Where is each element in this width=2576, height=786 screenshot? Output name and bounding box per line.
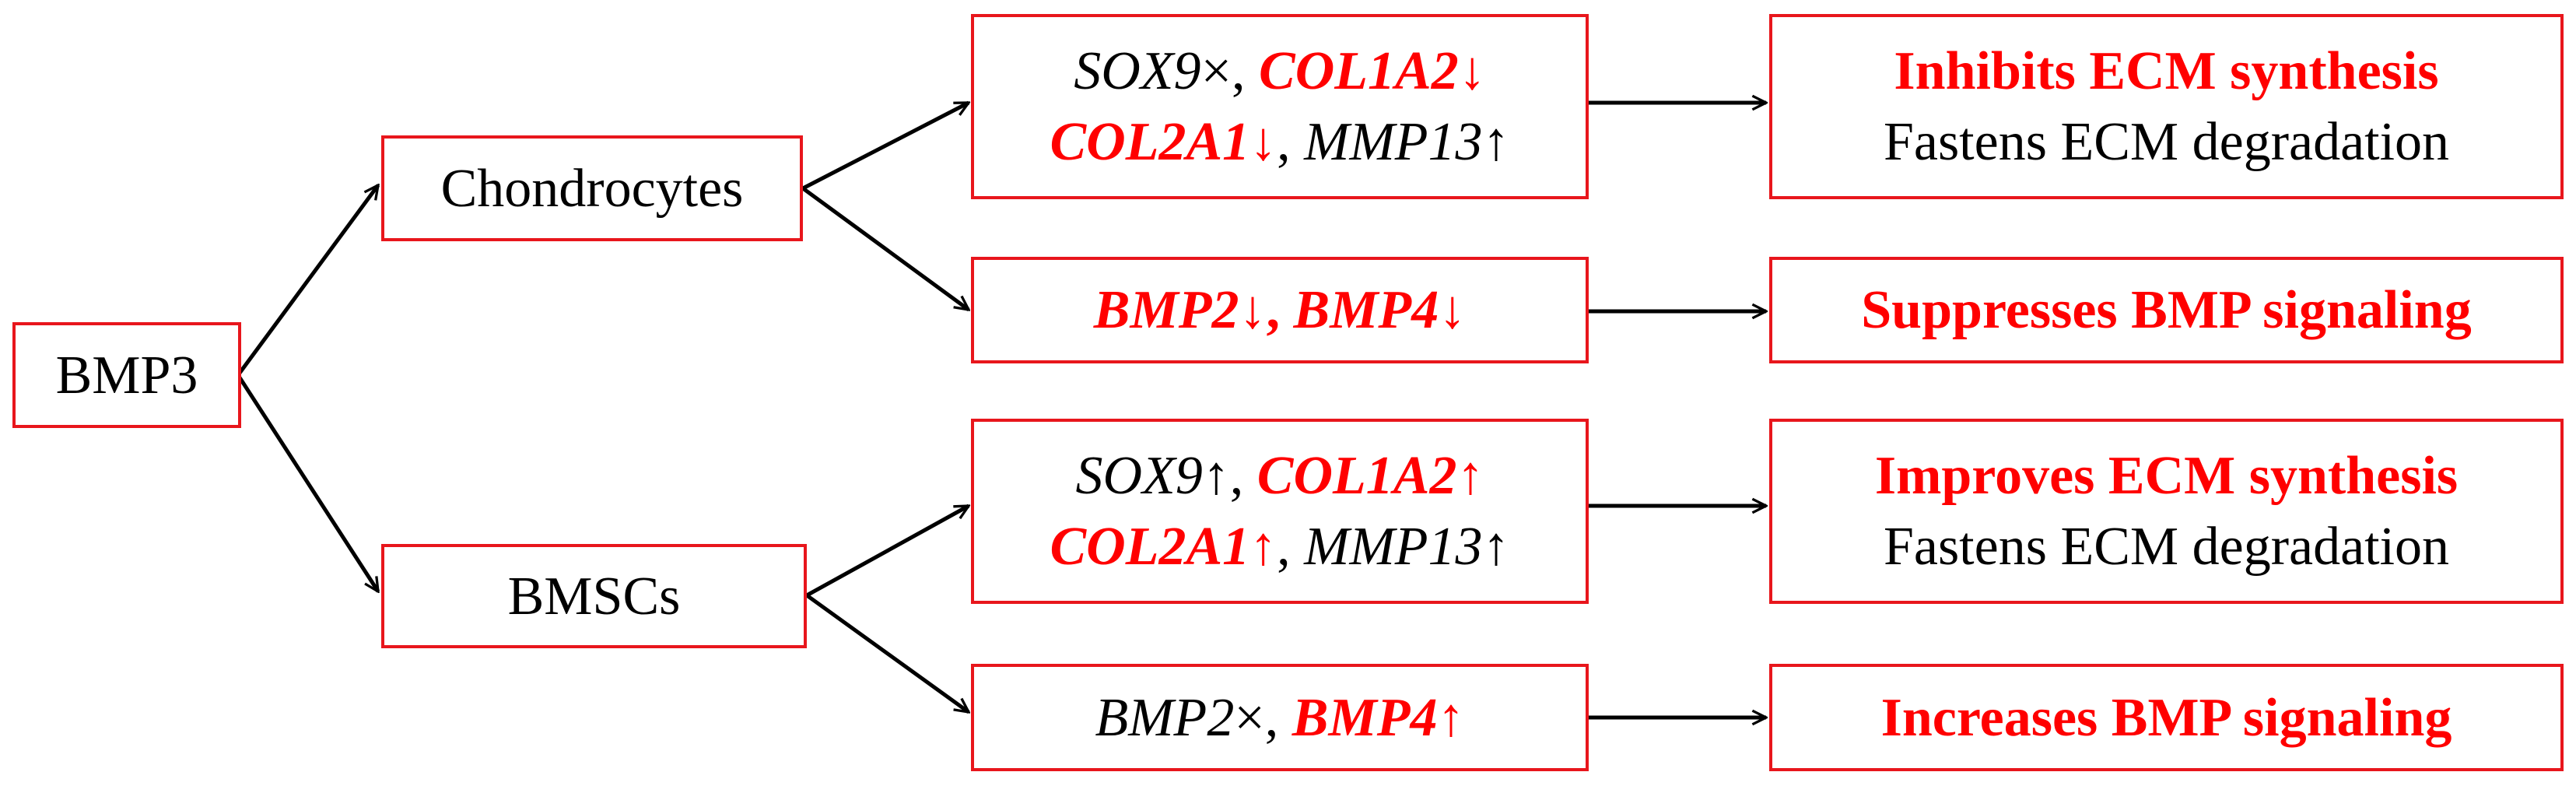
gene-symbol: BMP4 — [1292, 687, 1438, 748]
text-segment: , — [1229, 446, 1257, 506]
gene-symbol: BMP2 — [1095, 687, 1235, 748]
text-segment: , — [1277, 517, 1305, 577]
gene-symbol: BMP2 — [1093, 280, 1239, 340]
gene-symbol: SOX9 — [1074, 41, 1201, 101]
text-segment: ↑ — [1249, 517, 1277, 577]
effect-line: COL2A1↑, MMP13↑ — [1050, 511, 1509, 582]
outcome-box: Suppresses BMP signaling — [1769, 257, 2564, 363]
outcome-line: Increases BMP signaling — [1880, 687, 2452, 748]
text-segment: ↑ — [1456, 446, 1484, 506]
gene-effect-box: BMP2×, BMP4↑ — [971, 664, 1589, 771]
outcome-line: Fastens ECM degradation — [1883, 517, 2450, 577]
effect-line: BMP2×, BMP4↑ — [1095, 682, 1464, 753]
root-label: BMP3 — [55, 345, 198, 405]
text-segment: ↓ — [1239, 280, 1267, 340]
gene-effect-box: SOX9×, COL1A2↓COL2A1↓, MMP13↑ — [971, 14, 1589, 199]
text-segment: ↑ — [1482, 517, 1510, 577]
outcome-line: Suppresses BMP signaling — [1861, 280, 2472, 340]
arrow-root-to-bmscs — [236, 374, 380, 591]
arrow-bmscs-to-effect-4 — [805, 593, 969, 712]
arrow-bmscs-to-effect-3 — [805, 504, 969, 598]
effect-line: SOX9↑, COL1A2↑ — [1075, 440, 1484, 511]
branch-node-chondrocytes: Chondrocytes — [381, 135, 803, 241]
gene-symbol: COL1A2 — [1259, 41, 1459, 101]
text-segment: ↓ — [1458, 41, 1486, 101]
outcome-line: Inhibits ECM synthesis — [1894, 41, 2439, 101]
text-segment: , — [1266, 280, 1294, 340]
arrow-root-to-chondrocytes — [236, 185, 378, 377]
arrow-chondrocytes-to-effect-1 — [801, 100, 969, 191]
branch-label: Chondrocytes — [440, 158, 744, 219]
arrow-chondrocytes-to-effect-2 — [801, 186, 969, 310]
effect-line: SOX9×, COL1A2↓ — [1074, 36, 1486, 107]
root-node-bmp3: BMP3 — [12, 322, 241, 428]
text-segment: ↓ — [1249, 112, 1277, 172]
gene-symbol: COL2A1 — [1050, 517, 1250, 577]
text-segment: , — [1264, 687, 1292, 748]
text-segment: ↑ — [1482, 112, 1510, 172]
text-segment: , — [1232, 41, 1260, 101]
text-segment: , — [1277, 112, 1305, 172]
text-segment: ↑ — [1202, 446, 1230, 506]
gene-effect-box: SOX9↑, COL1A2↑COL2A1↑, MMP13↑ — [971, 419, 1589, 604]
text-segment: ↓ — [1439, 280, 1467, 340]
branch-node-bmscs: BMSCs — [381, 544, 807, 648]
gene-symbol: MMP13 — [1304, 112, 1483, 172]
gene-symbol: COL2A1 — [1050, 112, 1250, 172]
text-segment: × — [1234, 687, 1265, 748]
gene-symbol: SOX9 — [1075, 446, 1203, 506]
effect-line: COL2A1↓, MMP13↑ — [1050, 107, 1509, 177]
outcome-line: Fastens ECM degradation — [1883, 112, 2450, 172]
text-segment: ↑ — [1437, 687, 1465, 748]
gene-symbol: COL1A2 — [1256, 446, 1457, 506]
text-segment: × — [1200, 41, 1232, 101]
outcome-line: Improves ECM synthesis — [1874, 446, 2459, 506]
gene-symbol: BMP4 — [1293, 280, 1439, 340]
gene-symbol: MMP13 — [1304, 517, 1483, 577]
gene-effect-box: BMP2↓, BMP4↓ — [971, 257, 1589, 363]
branch-label: BMSCs — [507, 566, 681, 626]
outcome-box: Increases BMP signaling — [1769, 664, 2564, 771]
effect-line: BMP2↓, BMP4↓ — [1094, 275, 1466, 346]
